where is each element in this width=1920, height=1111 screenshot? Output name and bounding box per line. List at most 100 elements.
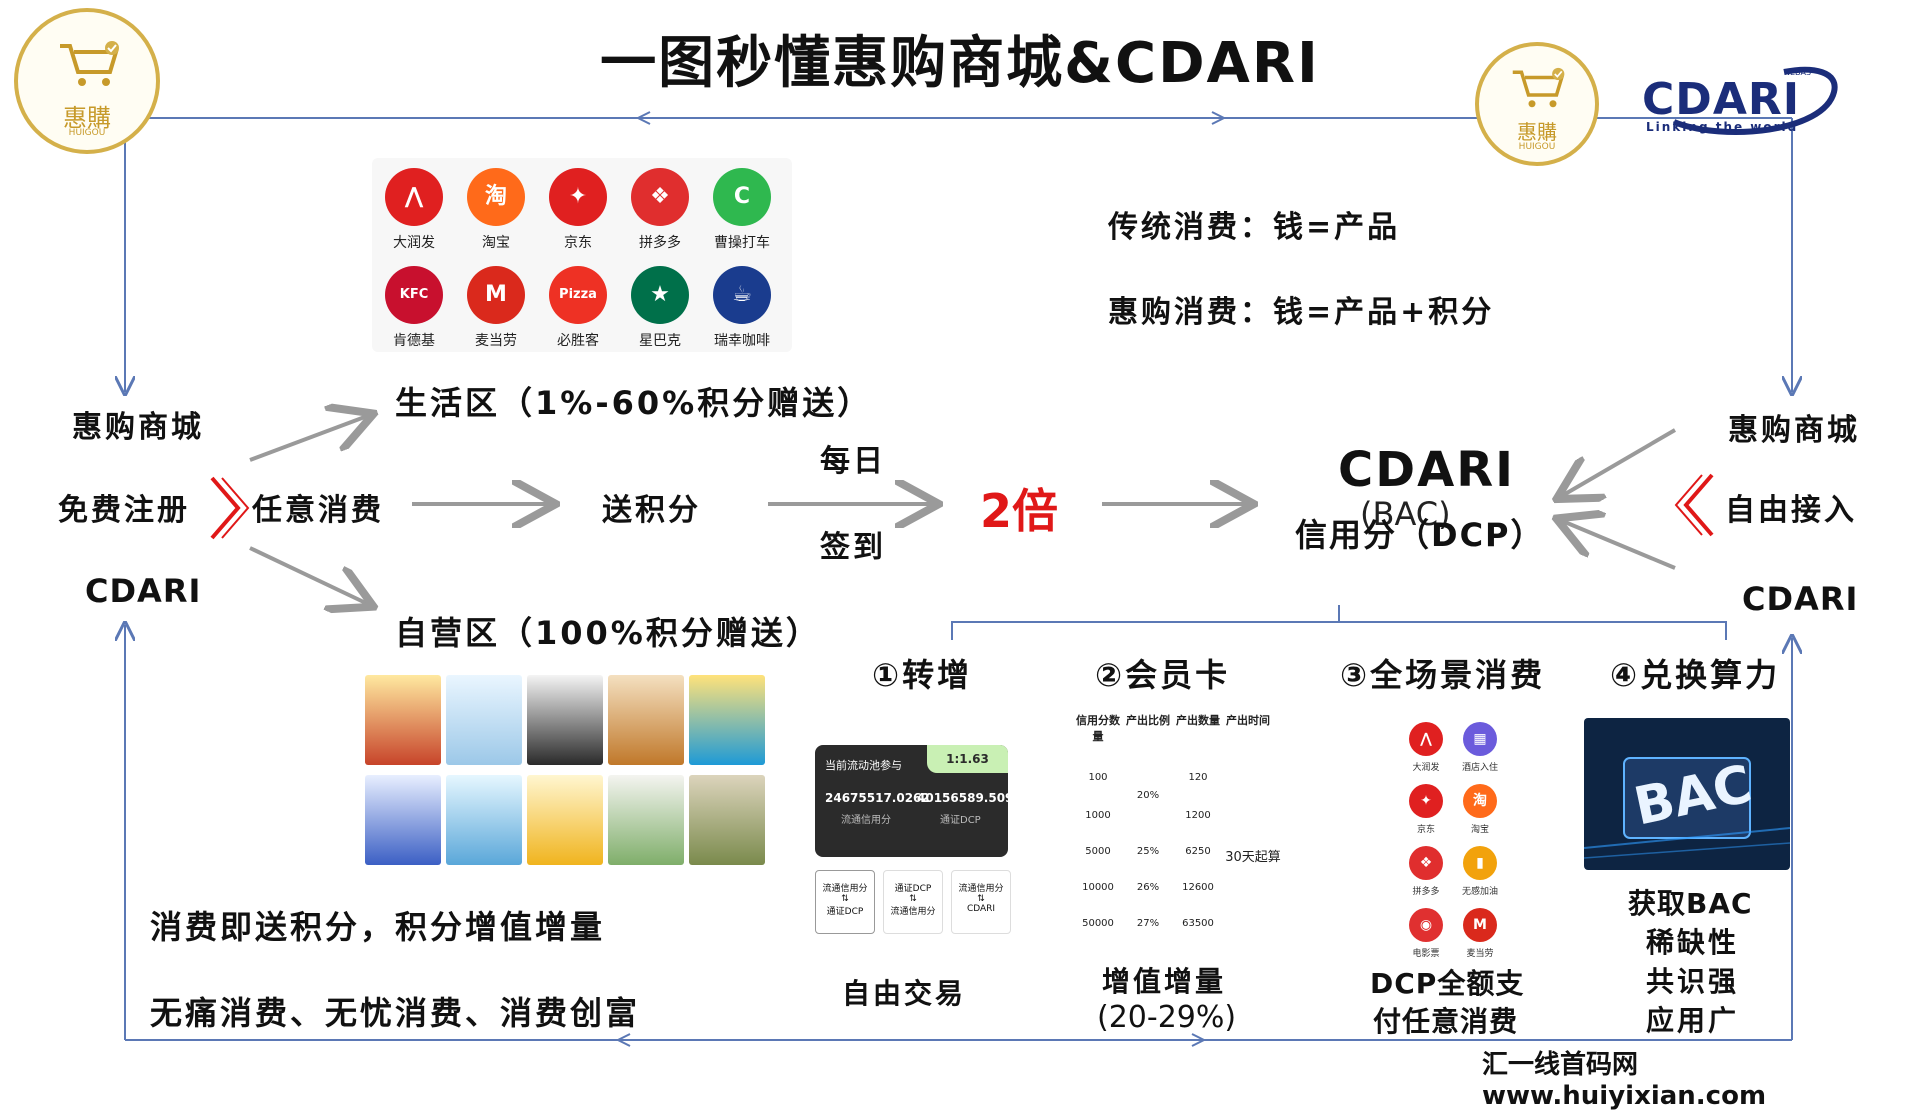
scene-app-icon[interactable]: ✦ <box>1409 784 1443 818</box>
table-cell: 30天起算 <box>1225 850 1281 865</box>
merchant-app[interactable]: 淘淘宝 <box>456 168 536 252</box>
merchant-logo-icon: KFC <box>385 266 443 324</box>
feature-caption-any-spend: 付任意消费 <box>1373 1005 1519 1038</box>
merchant-label: 瑞幸咖啡 <box>714 333 770 349</box>
cdari-logo-small: NEBAS <box>1784 68 1812 77</box>
swap-from: 通证DCP <box>894 884 932 894</box>
scene-app-icon[interactable]: M <box>1463 908 1497 942</box>
merchant-app[interactable]: ☕ 瑞幸咖啡 <box>702 266 782 350</box>
double-label: 2倍 <box>980 484 1059 538</box>
scene-app-icon[interactable]: ◉ <box>1409 908 1443 942</box>
scene-app-label: 电影票 <box>1412 949 1440 959</box>
self-zone-label: 自营区（100%积分赠送） <box>395 614 821 652</box>
any-spend-label: 任意消费 <box>252 493 384 528</box>
merchant-app[interactable]: ⋀大润发 <box>374 168 454 252</box>
swap-to: CDARI <box>966 904 996 914</box>
table-header-cell: 产出时间 <box>1226 714 1270 727</box>
pool-ratio-badge: 1:1.63 <box>927 745 1008 773</box>
right-mall-label: 惠购商城 <box>1728 413 1860 448</box>
merchant-label: 必胜客 <box>557 333 599 349</box>
swap-option-dcp-to-credit[interactable]: 通证DCP ⇅ 流通信用分 <box>883 870 943 934</box>
product-thumb <box>527 775 603 865</box>
scene-app-label: 大润发 <box>1412 763 1440 773</box>
merchant-logo-icon: C <box>713 168 771 226</box>
feature-caption-consensus: 共识强 <box>1646 965 1740 998</box>
merchant-label: 肯德基 <box>393 333 435 349</box>
table-cell: 100 <box>1088 772 1108 783</box>
product-thumb <box>689 775 765 865</box>
scene-app-label: 京东 <box>1416 825 1435 835</box>
life-zone-label: 生活区（1%-60%积分赠送） <box>395 384 873 422</box>
table-cell: 120 <box>1188 772 1208 783</box>
product-thumb <box>446 775 522 865</box>
merchant-app[interactable]: C 曹操打车 <box>702 168 782 252</box>
table-cell: 5000 <box>1085 846 1111 857</box>
flow-connectors <box>0 111 1920 1047</box>
merchant-logo-icon: ★ <box>631 266 689 324</box>
watermark: 汇一线首码网 www.huiyixian.com <box>1482 1050 1767 1111</box>
left-mall-label: 惠购商城 <box>72 410 204 445</box>
table-cell: 6250 <box>1185 846 1211 857</box>
merchant-app[interactable]: KFC 肯德基 <box>374 266 454 350</box>
scene-app-label: 无感加油 <box>1461 887 1498 897</box>
merchant-label: 曹操打车 <box>714 235 770 251</box>
merchant-logo-icon: 淘 <box>467 168 525 226</box>
cdari-center-label: CDARI <box>1338 442 1516 498</box>
feature-caption-appreciation: 增值增量 <box>1102 965 1227 998</box>
swap-icon: ⇅ <box>841 894 849 904</box>
slogan-line-1: 消费即送积分，积分增值增量 <box>150 908 606 946</box>
product-thumb <box>608 675 684 765</box>
table-cell: 1000 <box>1085 810 1111 821</box>
feature-caption-get-bac: 获取BAC <box>1628 887 1753 920</box>
cdari-logo-text: CDARI <box>1642 74 1801 125</box>
scene-app-icon[interactable]: ❖ <box>1409 846 1443 880</box>
shopping-cart-icon <box>1511 66 1571 110</box>
red-chevron-left <box>210 476 241 540</box>
swap-from: 流通信用分 <box>958 884 1004 894</box>
logo-right-sub: HUIGOU <box>1518 142 1556 152</box>
swap-icon: ⇅ <box>909 894 917 904</box>
merchant-logo-icon: M <box>467 266 525 324</box>
daily-label: 每日 <box>820 444 886 479</box>
scene-app-icon[interactable]: ⋀ <box>1409 722 1443 756</box>
pool-value-1: 24675517.0262 <box>825 791 930 805</box>
traditional-consumption: 传统消费：钱=产品 <box>1108 210 1401 245</box>
table-header-cell: 产出数量 <box>1176 714 1220 727</box>
huigou-logo-left: 惠購 HUIGOU <box>14 8 160 154</box>
logo-left-text: 惠購 <box>63 104 111 132</box>
huigou-consumption: 惠购消费：钱=产品+积分 <box>1108 295 1495 330</box>
merchant-logo-icon: ☕ <box>713 266 771 324</box>
table-cell: 27% <box>1136 918 1160 929</box>
table-cell: 26% <box>1136 882 1160 893</box>
table-cell: 10000 <box>1082 882 1114 893</box>
red-chevron-right <box>1683 473 1714 537</box>
scene-app-icon[interactable]: 淘 <box>1463 784 1497 818</box>
table-cell: 63500 <box>1182 918 1214 929</box>
merchant-app[interactable]: ❖拼多多 <box>620 168 700 252</box>
scene-app-icon[interactable]: ▦ <box>1463 722 1497 756</box>
table-cell: 1200 <box>1185 810 1211 821</box>
merchant-app[interactable]: ✦京东 <box>538 168 618 252</box>
checkin-label: 签到 <box>820 530 886 565</box>
scene-app-label: 淘宝 <box>1470 825 1489 835</box>
feature-caption-appreciation-range: (20-29%) <box>1097 1000 1237 1035</box>
table-cell: 20% <box>1136 790 1160 801</box>
swap-from: 流通信用分 <box>822 884 868 894</box>
pool-label-2: 通证DCP <box>940 815 981 826</box>
scene-app-label: 拼多多 <box>1412 887 1440 897</box>
merchant-label: 拼多多 <box>639 235 681 251</box>
table-cell: 12600 <box>1182 882 1214 893</box>
give-points-label: 送积分 <box>602 493 701 528</box>
left-cdari-label: CDARI <box>85 572 202 610</box>
scene-app-icon[interactable]: ▮ <box>1463 846 1497 880</box>
feature-title-all-scene: ③全场景消费 <box>1340 656 1546 694</box>
swap-option-credit-to-cdari[interactable]: 流通信用分 ⇅ CDARI <box>951 870 1011 934</box>
merchant-app[interactable]: ★星巴克 <box>620 266 700 350</box>
swap-option-credit-to-dcp[interactable]: 流通信用分 ⇅ 通证DCP <box>815 870 875 934</box>
logo-left-sub: HUIGOU <box>68 128 106 138</box>
product-thumb <box>608 775 684 865</box>
